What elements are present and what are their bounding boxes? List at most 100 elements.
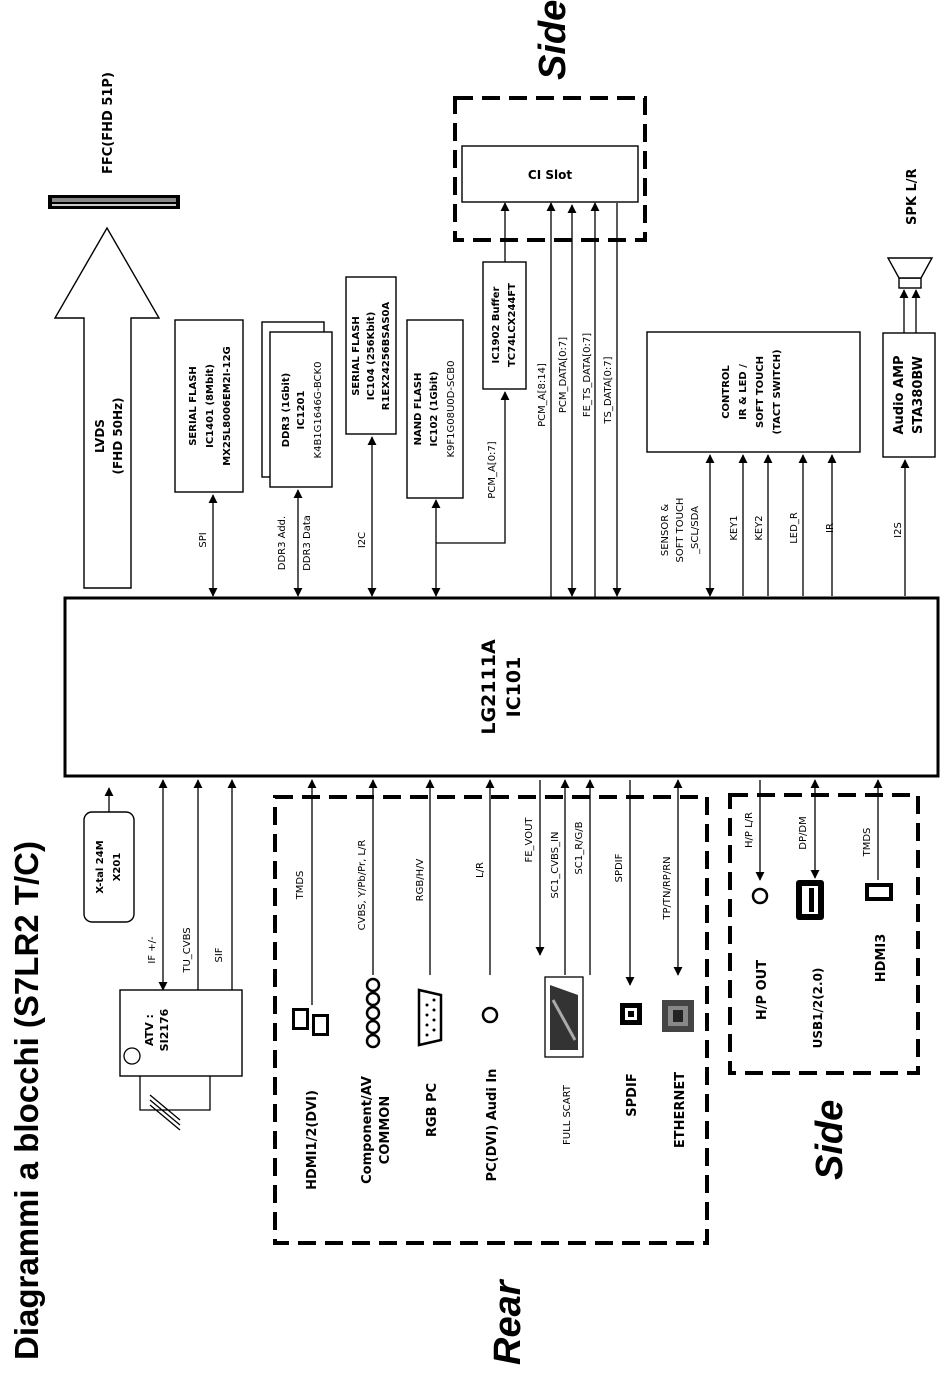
hdmi-port-icon bbox=[292, 1008, 329, 1036]
audio-jack-icon bbox=[481, 1006, 499, 1024]
i2c-label: I2C bbox=[357, 532, 368, 548]
audio-amp-l2: STA380BW bbox=[911, 356, 926, 434]
key1-label: KEY1 bbox=[729, 515, 740, 540]
fe-vout-label: FE_VOUT bbox=[524, 817, 535, 863]
ddr3-l1: DDR3 (1Gbit) bbox=[281, 373, 292, 447]
side-top-region bbox=[453, 96, 647, 242]
nand-l2: IC102 (1Gbit) bbox=[429, 371, 440, 446]
sif-label: SIF bbox=[214, 947, 225, 962]
control-l3: SOFT TOUCH bbox=[755, 356, 766, 428]
atv-circle-icon bbox=[123, 1047, 141, 1065]
ts-data-label: TS_DATA[0:7] bbox=[603, 356, 614, 424]
lvds-arrow bbox=[53, 226, 161, 589]
pcm-data-label: PCM_DATA[0:7] bbox=[558, 337, 569, 413]
sc1-rgb-label: SC1_R/G/B bbox=[574, 821, 585, 874]
ddr3-data-label: DDR3 Data bbox=[302, 515, 313, 571]
lvds-sub: (FHD 50Hz) bbox=[111, 397, 125, 474]
control-l2: IR & LED / bbox=[738, 364, 749, 420]
nand-l3: K9F1G08U0D-SCB0 bbox=[446, 360, 457, 457]
rgb-hv-label: RGB/H/V bbox=[415, 859, 426, 902]
hdmi12-label: HDMI1/2(DVI) bbox=[305, 1090, 320, 1190]
page-title: Diagrammi a blocchi (S7LR2 T/C) bbox=[8, 841, 45, 1360]
ethernet-port-icon bbox=[662, 1000, 694, 1032]
hdmi3-port-icon bbox=[865, 883, 893, 901]
serial-flash-2-l1: SERIAL FLASH bbox=[351, 316, 362, 396]
cvbs-label: CVBS, Y/Pb/Pr, L/R bbox=[357, 840, 368, 931]
component-l1: Component/AV bbox=[360, 1076, 375, 1184]
rca-jacks-icon bbox=[365, 977, 381, 1049]
control-l1: CONTROL bbox=[721, 365, 732, 419]
sensor-l2: SOFT TOUCH bbox=[675, 498, 686, 563]
tu-cvbs-label: TU_CVBS bbox=[182, 927, 193, 973]
ffc-connector-icon bbox=[48, 195, 180, 209]
spdif-sig-label: SPDIF bbox=[614, 853, 625, 882]
audio-amp-l1: Audio AMP bbox=[892, 355, 907, 434]
vga-port-icon bbox=[417, 988, 443, 1047]
serial-flash-2-box bbox=[345, 276, 397, 435]
ci-slot-box bbox=[461, 145, 639, 203]
xtal-l2: X201 bbox=[112, 853, 123, 882]
main-chip-label: LG2111A bbox=[478, 639, 500, 735]
ddr3-l2: IC1201 bbox=[296, 391, 307, 430]
ffc-label: FFC(FHD 51P) bbox=[101, 72, 116, 174]
headphone-jack-icon bbox=[751, 887, 769, 905]
component-l2: COMMON bbox=[378, 1096, 393, 1164]
serial-flash-2-l2: IC104 (256Kbit) bbox=[366, 312, 377, 401]
spdif-port-icon bbox=[620, 1003, 642, 1025]
serial-flash-1-l3: MX25L8006EM2I-12G bbox=[222, 346, 233, 466]
tp-tn-label: TP/TN/RP/RN bbox=[662, 856, 673, 920]
rear-region bbox=[273, 795, 709, 1245]
xtal-l1: X-tal 24M bbox=[95, 840, 106, 893]
buffer-l1: IC1902 Buffer bbox=[491, 286, 502, 363]
if-label: IF +/- bbox=[147, 936, 158, 964]
fe-ts-data-label: FE_TS_DATA[0:7] bbox=[582, 333, 593, 417]
tmds-side-label: TMDS bbox=[862, 828, 873, 858]
buffer-l2: TC74LCX244FT bbox=[507, 283, 518, 367]
sensor-l1: SENSOR & bbox=[660, 504, 671, 556]
control-box bbox=[646, 331, 861, 453]
main-chip-ic: IC101 bbox=[503, 657, 525, 718]
ethernet-label: ETHERNET bbox=[673, 1072, 688, 1148]
main-chip-box bbox=[63, 596, 940, 778]
ddr3-l3: K4B1G1646G-BCK0 bbox=[313, 362, 324, 459]
ddr3-box bbox=[269, 331, 333, 488]
audio-amp-box bbox=[882, 332, 936, 458]
side-bottom-region bbox=[728, 793, 920, 1075]
spk-label: SPK L/R bbox=[905, 168, 920, 225]
pcm-a-0-7-label: PCM_A[0:7] bbox=[487, 441, 498, 498]
atv-l1: ATV : bbox=[143, 1014, 156, 1046]
side-top-label: Side bbox=[532, 0, 574, 80]
scart-connector-icon bbox=[544, 976, 584, 1058]
antenna-icon bbox=[139, 1076, 211, 1131]
buffer-box bbox=[482, 261, 527, 390]
hdmi3-label: HDMI3 bbox=[874, 934, 889, 983]
usb-label: USB1/2(2.0) bbox=[811, 968, 825, 1049]
spdif-label: SPDIF bbox=[625, 1073, 640, 1116]
control-l4: (TACT SWITCH) bbox=[772, 349, 783, 434]
tmds-rear-label: TMDS bbox=[295, 871, 306, 901]
serial-flash-1-l2: IC1401 (8Mbit) bbox=[205, 364, 216, 448]
serial-flash-1-box bbox=[174, 319, 244, 493]
led-r-label: LED_R bbox=[789, 512, 800, 544]
nand-l1: NAND FLASH bbox=[413, 373, 424, 446]
pcm-a-8-14-label: PCM_A[8:14] bbox=[537, 363, 548, 427]
ddr3-add-label: DDR3 Add. bbox=[277, 516, 288, 570]
spi-label: SPI bbox=[198, 532, 209, 547]
atv-box bbox=[119, 989, 243, 1077]
sensor-l3: _SCL/SDA bbox=[690, 506, 701, 555]
rear-label: Rear bbox=[487, 1278, 529, 1365]
atv-l2: SI2176 bbox=[158, 1008, 171, 1051]
xtal-box bbox=[83, 811, 135, 923]
ci-slot-label: CI Slot bbox=[528, 168, 572, 182]
hp-lr-label: H/P L/R bbox=[744, 812, 755, 848]
nand-flash-box bbox=[406, 319, 464, 499]
speaker-icon bbox=[886, 257, 934, 289]
ir-label: IR bbox=[825, 523, 836, 533]
lvds-label: LVDS bbox=[93, 419, 107, 453]
pc-audio-label: PC(DVI) Audi In bbox=[485, 1069, 500, 1182]
full-scart-label: FULL SCART bbox=[562, 1084, 573, 1145]
side-bottom-label: Side bbox=[809, 1100, 851, 1180]
lr-label: L/R bbox=[475, 862, 486, 878]
hp-out-label: H/P OUT bbox=[755, 960, 770, 1020]
